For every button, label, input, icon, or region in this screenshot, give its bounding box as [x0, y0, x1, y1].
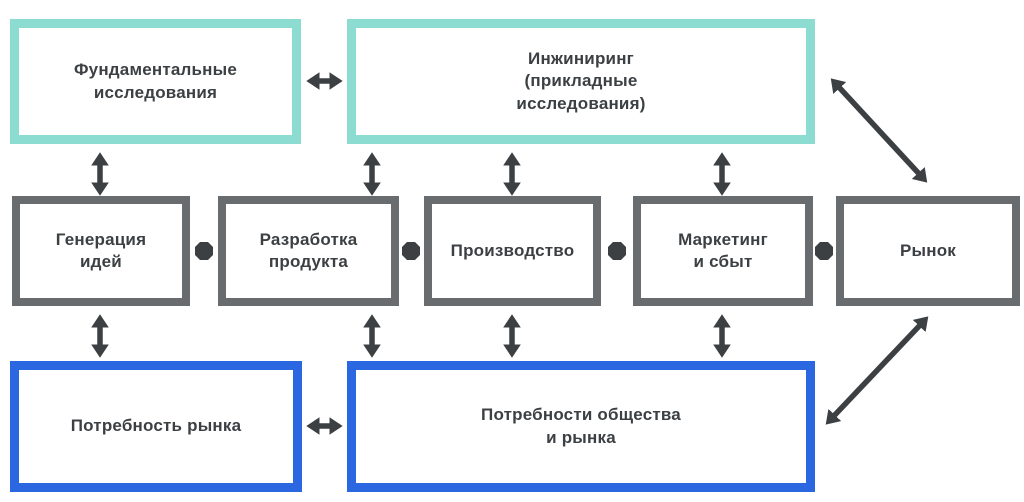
box-product-development-label: Разработка продукта — [259, 229, 358, 271]
box-marketing-sales: Маркетинг и сбыт — [633, 196, 813, 306]
box-society-market-needs: Потребности общества и рынка — [347, 361, 815, 492]
box-market-need: Потребность рынка — [10, 361, 302, 492]
box-fundamental-research-label: Фундаментальные исследования — [73, 60, 238, 102]
arrow-engineering-market — [830, 78, 928, 183]
octagon-connector-1 — [195, 242, 213, 260]
box-idea-generation-label: Генерация идей — [55, 229, 147, 271]
box-production-label: Производство — [450, 240, 575, 260]
box-idea-generation: Генерация идей — [12, 196, 190, 306]
box-engineering-label: Инжиниринг (прикладные исследования) — [516, 49, 646, 113]
arrow-societyneeds-market — [825, 316, 929, 425]
box-society-market-needs-label: Потребности общества и рынка — [481, 405, 681, 447]
box-production: Производство — [424, 196, 601, 306]
octagon-connector-2 — [402, 242, 420, 260]
box-engineering: Инжиниринг (прикладные исследования) — [347, 19, 815, 144]
octagon-connector-3 — [608, 242, 626, 260]
box-market-label: Рынок — [899, 240, 957, 260]
octagon-connector-4 — [815, 242, 833, 260]
box-product-development: Разработка продукта — [218, 196, 399, 306]
box-market: Рынок — [836, 196, 1020, 306]
box-market-need-label: Потребность рынка — [70, 416, 242, 436]
box-fundamental-research: Фундаментальные исследования — [10, 19, 301, 144]
box-marketing-sales-label: Маркетинг и сбыт — [678, 229, 768, 271]
